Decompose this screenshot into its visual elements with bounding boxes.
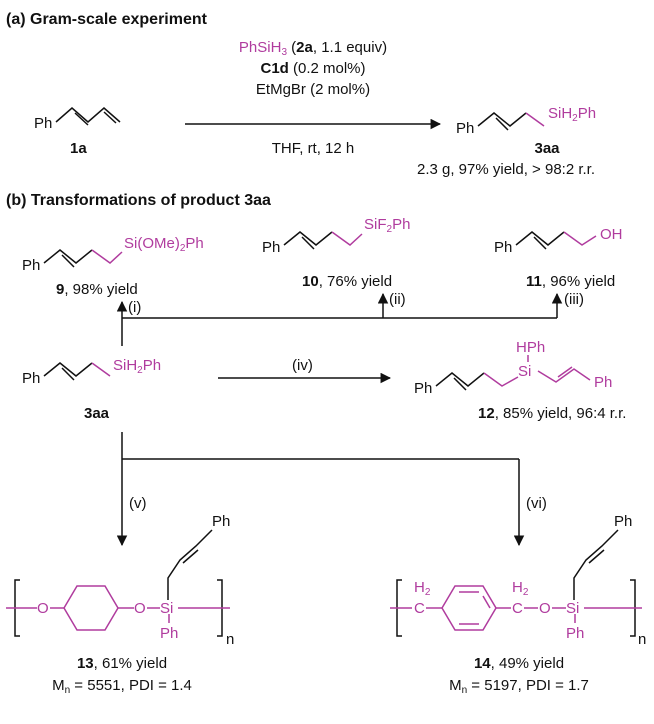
svg-text:Ph: Ph (262, 239, 280, 256)
result-13: 13, 61% yield (77, 655, 167, 672)
result-9: 9, 98% yield (56, 281, 138, 298)
mn-14: Mn = 5197, PDI = 1.7 (449, 677, 589, 696)
svg-text:O: O (37, 600, 49, 617)
svg-text:O: O (539, 600, 551, 617)
structure-14: n H2 C H2 C O Si Ph Ph 14, 49% yield Mn … (390, 513, 646, 696)
svg-text:Ph: Ph (594, 374, 612, 391)
result-14: 14, 49% yield (474, 655, 564, 672)
result-10: 10, 76% yield (302, 273, 392, 290)
branch-arrows-up: (i) (ii) (iii) (116, 291, 584, 346)
step-vi: (vi) (526, 495, 547, 512)
section-b-title: (b) Transformations of product 3aa (6, 192, 271, 209)
svg-text:Ph: Ph (160, 625, 178, 642)
svg-text:Ph: Ph (22, 257, 40, 274)
conditions: THF, rt, 12 h (272, 140, 355, 157)
reagent-1: PhSiH3 (2a, 1.1 equiv) (239, 39, 387, 58)
svg-text:Ph: Ph (414, 380, 432, 397)
step-v: (v) (129, 495, 147, 512)
structure-12: Ph HPh Si Ph 12, 85% yield, 96:4 r.r. (414, 339, 626, 422)
svg-text:Si: Si (160, 600, 173, 617)
branch-arrows-down: (v) (vi) (116, 432, 547, 547)
svg-text:Si: Si (566, 600, 579, 617)
svg-text:OH: OH (600, 226, 623, 243)
label-3aa-center: 3aa (84, 405, 110, 422)
structure-1a: Ph 1a (34, 107, 121, 157)
svg-text:Si(OMe)2Ph: Si(OMe)2Ph (124, 235, 204, 254)
result-12: 12, 85% yield, 96:4 r.r. (478, 405, 626, 422)
svg-text:n: n (638, 631, 646, 648)
product-silyl: SiH2Ph (548, 105, 596, 124)
svg-text:H2: H2 (414, 579, 431, 598)
svg-text:Ph: Ph (614, 513, 632, 530)
sm-ph: Ph (34, 115, 52, 132)
product-result: 2.3 g, 97% yield, > 98:2 r.r. (417, 161, 595, 178)
svg-text:Ph: Ph (22, 370, 40, 387)
result-11: 11, 96% yield (526, 273, 615, 290)
structure-13: n O O Si Ph Ph 13, 61% yield Mn = 5551, … (6, 513, 234, 696)
section-a-title: (a) Gram-scale experiment (6, 11, 208, 28)
svg-text:Si: Si (518, 363, 531, 380)
structure-3aa-top: Ph SiH2Ph 3aa (456, 105, 596, 157)
label-1a: 1a (70, 140, 87, 157)
mn-13: Mn = 5551, PDI = 1.4 (52, 677, 192, 696)
step-iii: (iii) (564, 291, 584, 308)
structure-9: Ph Si(OMe)2Ph 9, 98% yield (22, 235, 204, 298)
step-i: (i) (128, 299, 141, 316)
step-ii: (ii) (389, 291, 406, 308)
svg-text:n: n (226, 631, 234, 648)
svg-text:SiF2Ph: SiF2Ph (364, 216, 410, 235)
svg-text:SiH2Ph: SiH2Ph (113, 357, 161, 376)
svg-text:Ph: Ph (212, 513, 230, 530)
catalyst: C1d (0.2 mol%) (260, 60, 365, 77)
label-3aa-top: 3aa (534, 140, 560, 157)
structure-3aa-center: Ph SiH2Ph 3aa (22, 357, 161, 422)
product-ph: Ph (456, 120, 474, 137)
svg-text:H2: H2 (512, 579, 529, 598)
svg-text:C: C (512, 600, 523, 617)
svg-text:O: O (134, 600, 146, 617)
structure-11: Ph OH 11, 96% yield (494, 226, 623, 290)
additive: EtMgBr (2 mol%) (256, 81, 370, 98)
svg-text:Ph: Ph (494, 239, 512, 256)
structure-10: Ph SiF2Ph 10, 76% yield (262, 216, 410, 290)
svg-text:C: C (414, 600, 425, 617)
step-iv: (iv) (292, 357, 313, 374)
svg-text:HPh: HPh (516, 339, 545, 356)
svg-text:Ph: Ph (566, 625, 584, 642)
